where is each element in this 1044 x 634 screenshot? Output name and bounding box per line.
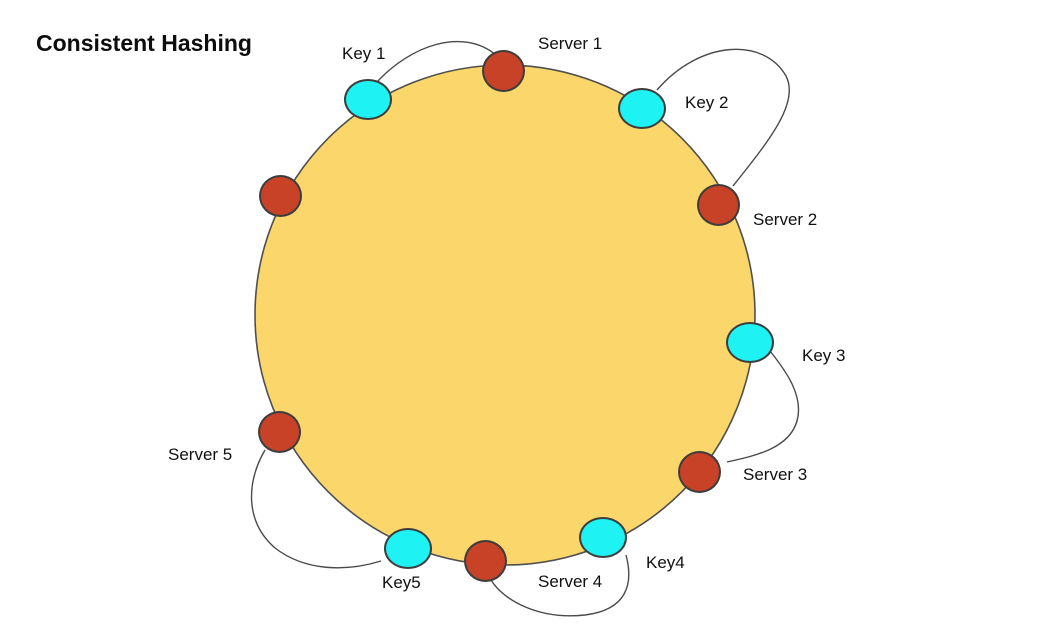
node-server-3 — [678, 451, 721, 493]
label-server-1: Server 1 — [538, 34, 603, 53]
node-key-1 — [344, 79, 392, 120]
node-key-2 — [618, 88, 666, 129]
arc-key2-to-server2 — [656, 48, 791, 187]
label-key-1: Key 1 — [342, 44, 386, 63]
label-key-2: Key 2 — [685, 93, 729, 112]
node-key-5 — [384, 528, 432, 569]
arc-key3-to-server3 — [726, 350, 800, 463]
node-server-1 — [482, 50, 525, 92]
node-server-5 — [258, 411, 301, 453]
node-key-3 — [726, 322, 774, 363]
arc-key4-to-server4 — [490, 554, 630, 617]
arc-key5-to-server5 — [250, 449, 382, 569]
label-server-4: Server 4 — [538, 572, 603, 591]
arc-key1-to-server1 — [376, 40, 497, 83]
label-key-5: Key5 — [382, 573, 421, 592]
node-key-4 — [579, 517, 627, 558]
node-server-4 — [464, 540, 507, 582]
label-server-2: Server 2 — [753, 210, 818, 229]
hash-ring — [254, 64, 756, 566]
label-key-4: Key4 — [646, 553, 685, 572]
diagram-title: Consistent Hashing — [36, 30, 252, 56]
label-server-3: Server 3 — [743, 465, 808, 484]
label-key-3: Key 3 — [802, 346, 846, 365]
node-server-2 — [697, 184, 740, 226]
node-server-unlabeled — [259, 175, 302, 217]
label-server-5: Server 5 — [168, 445, 233, 464]
